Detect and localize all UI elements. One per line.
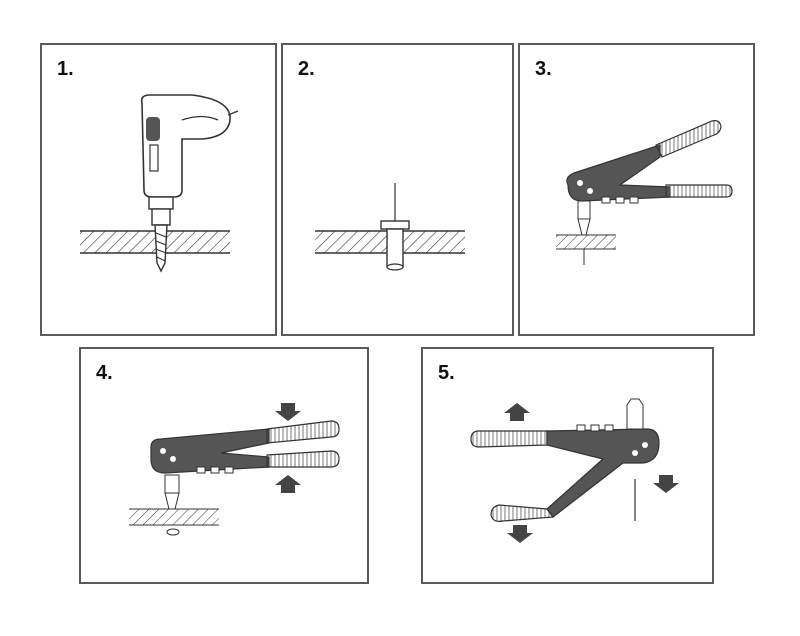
rivet-icon bbox=[315, 183, 465, 271]
step-3-panel: 3. bbox=[518, 43, 755, 336]
step-number: 5. bbox=[438, 362, 455, 384]
rivet-gun-body bbox=[566, 144, 671, 202]
arrow-down-icon bbox=[275, 403, 301, 421]
step-number: 1. bbox=[57, 58, 74, 80]
step-2-panel: 2. bbox=[281, 43, 514, 336]
arrow-up-icon bbox=[275, 475, 301, 493]
arrow-down-icon bbox=[507, 525, 533, 543]
arrow-up-icon bbox=[504, 403, 530, 421]
step-number: 3. bbox=[535, 58, 552, 80]
drill-icon bbox=[80, 94, 239, 273]
step-number: 2. bbox=[298, 58, 315, 80]
rivet-gun-squeeze-icon bbox=[129, 403, 340, 536]
step-number: 4. bbox=[96, 362, 113, 384]
step-1-panel: 1. bbox=[40, 43, 277, 336]
step-5-panel: 5. bbox=[421, 347, 714, 584]
work-surface bbox=[80, 231, 230, 253]
step-4-panel: 4. bbox=[79, 347, 369, 584]
arrow-down-icon bbox=[653, 475, 679, 493]
rivet-gun-icon bbox=[556, 120, 733, 265]
rivet-gun-release-icon bbox=[470, 398, 679, 543]
